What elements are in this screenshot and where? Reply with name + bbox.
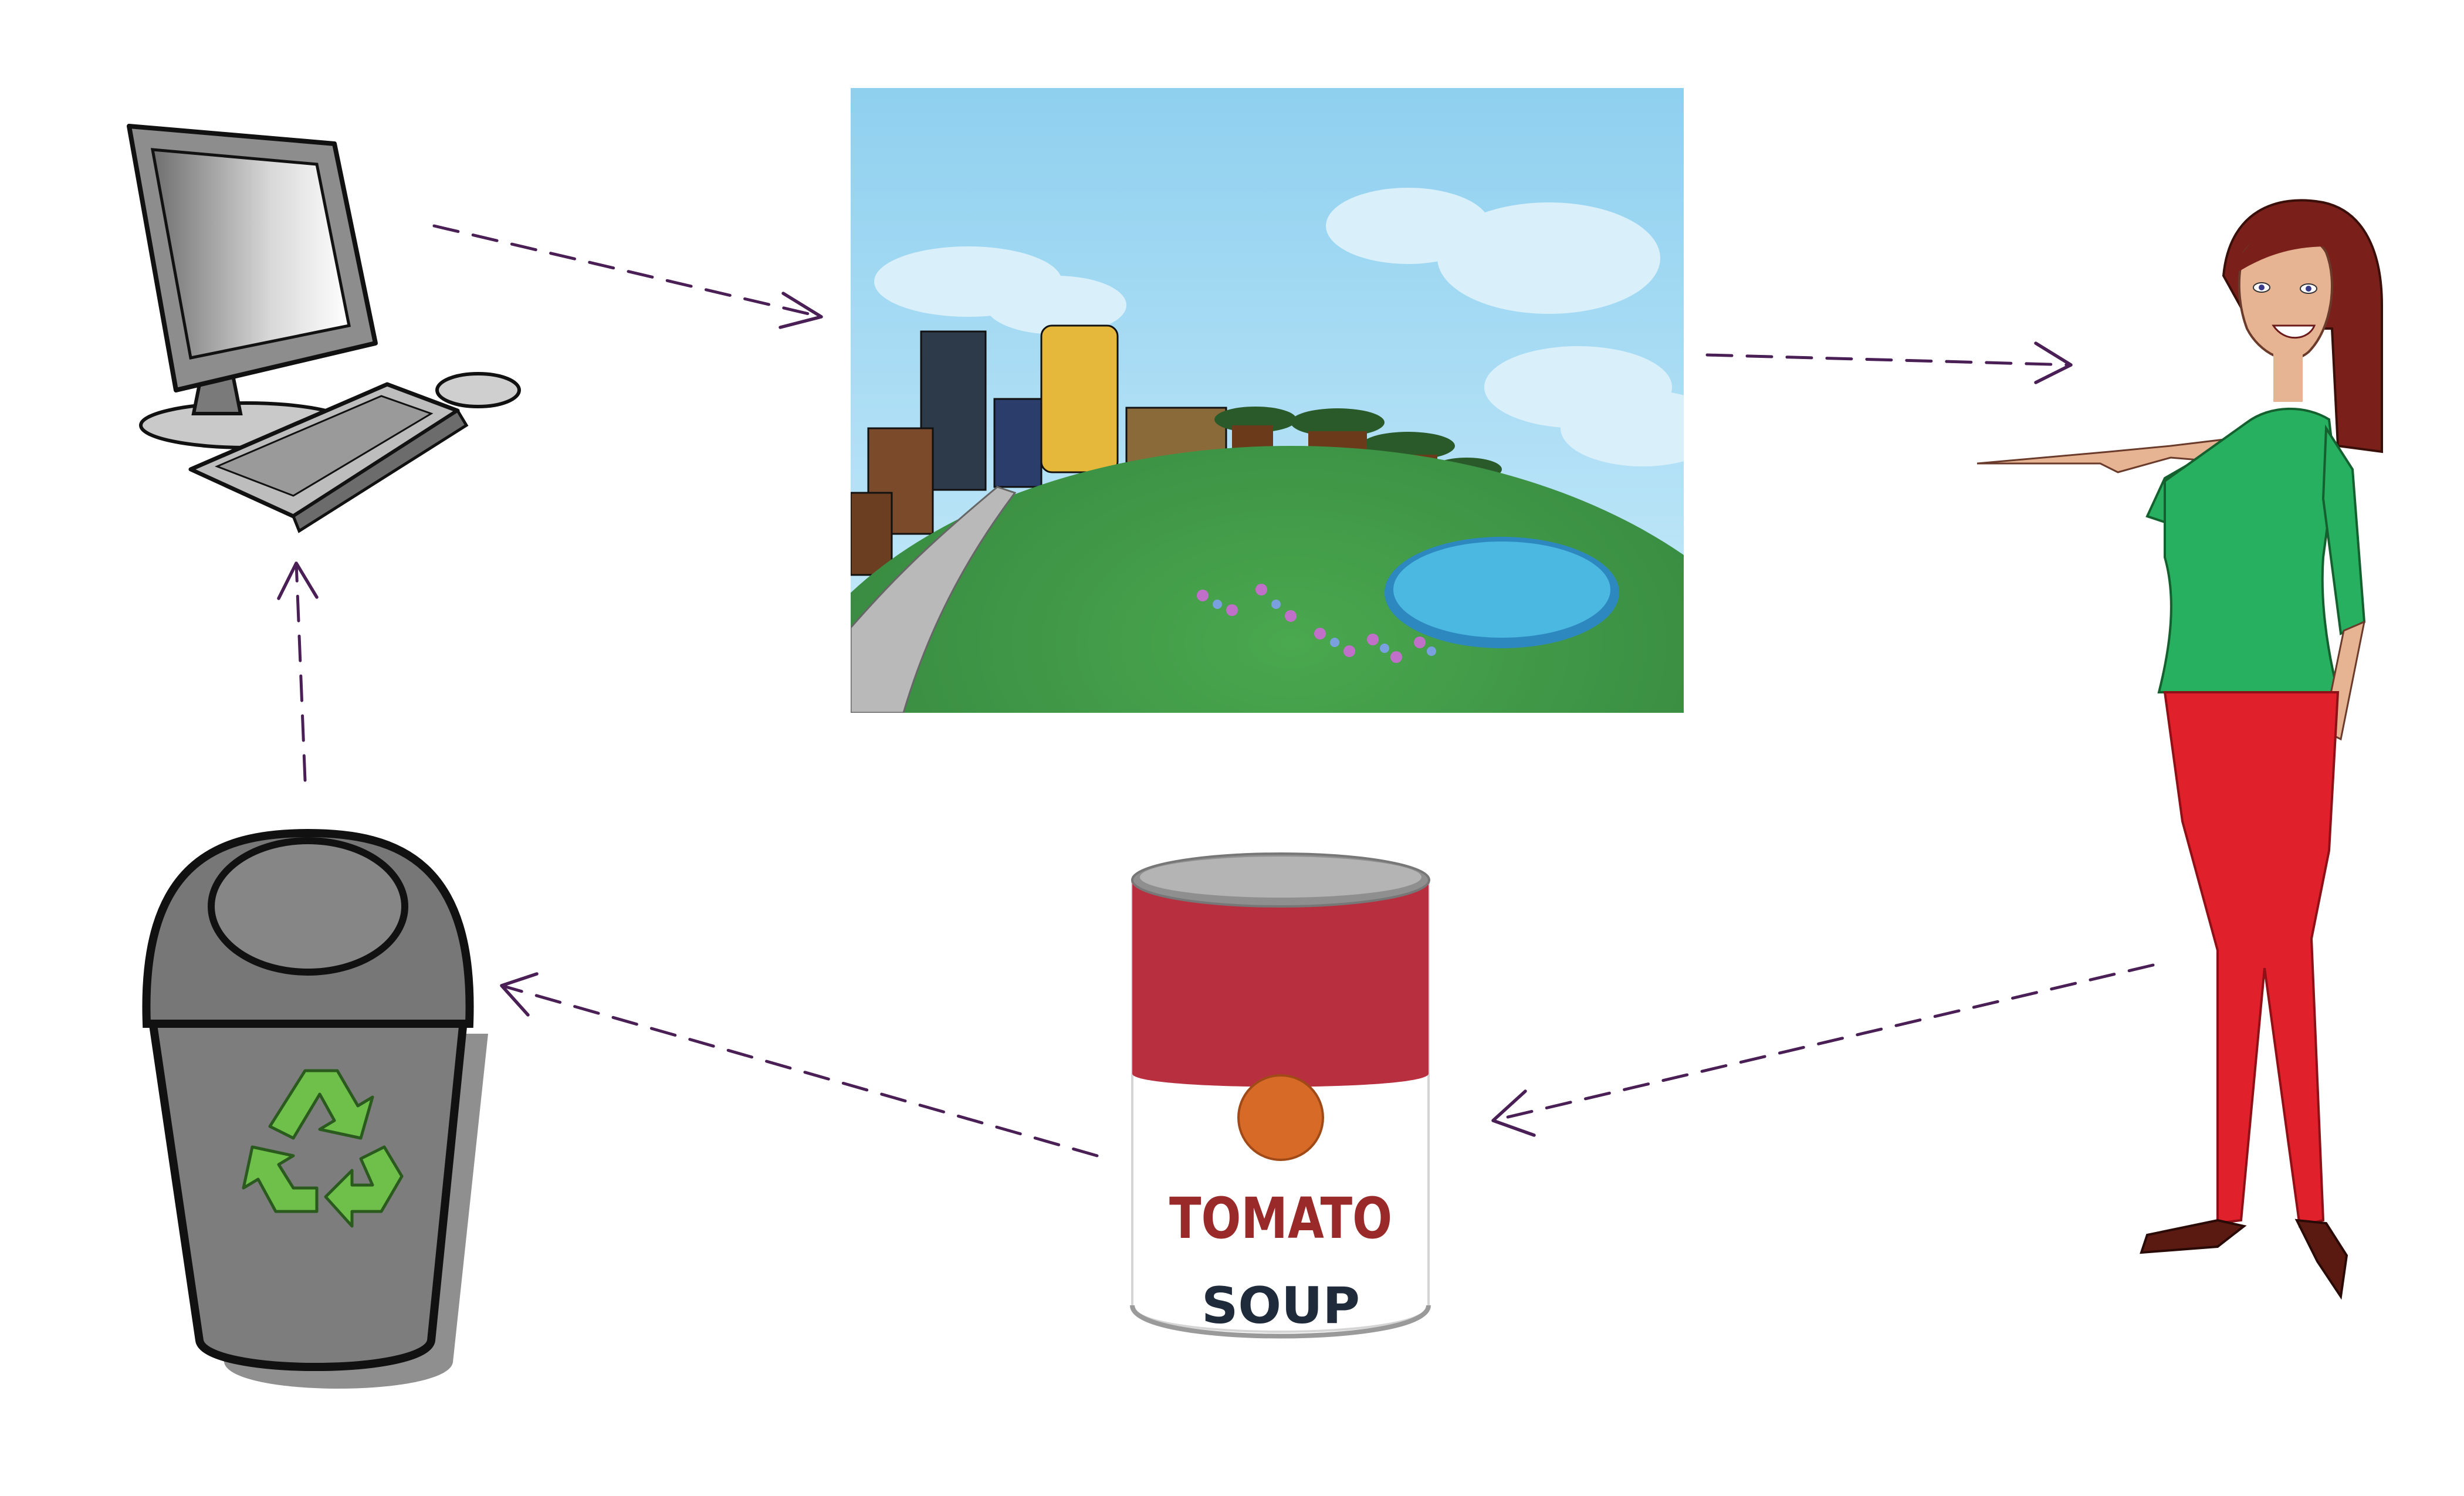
arrow-landscape-to-woman <box>1705 341 2073 384</box>
computer-icon <box>127 124 521 533</box>
can-label-soup: SOUP <box>1201 1277 1360 1335</box>
arrow-soup-to-trash <box>500 972 1099 1157</box>
soup-can-icon: TOMATO SOUP <box>1130 852 1431 1339</box>
arrow-woman-to-soup <box>1491 963 2155 1137</box>
recycle-bin-icon <box>142 828 488 1389</box>
woman-figure <box>1976 199 2383 1300</box>
can-label-tomato: TOMATO <box>1169 1186 1392 1251</box>
arrow-trash-to-computer <box>277 561 319 782</box>
landscape-picture <box>851 88 1684 713</box>
recycle-icon <box>242 1069 404 1228</box>
arrow-computer-to-landscape <box>432 224 823 329</box>
